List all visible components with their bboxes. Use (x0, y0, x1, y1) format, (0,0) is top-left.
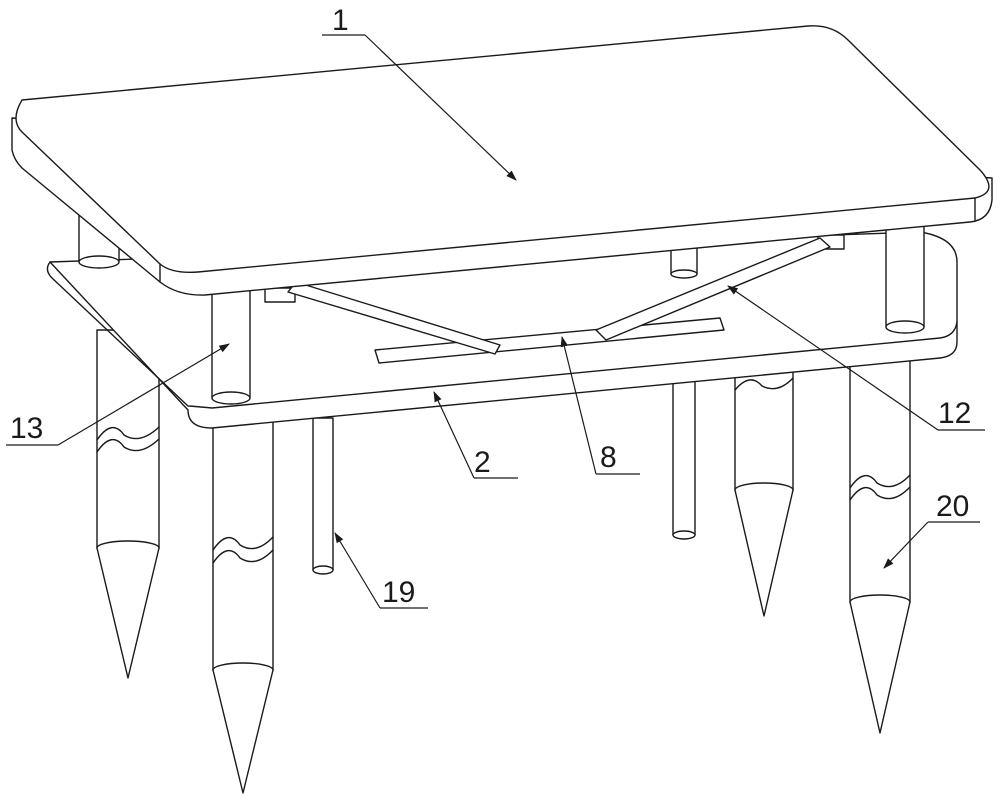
front-posts (211, 211, 925, 405)
brace-12 (595, 237, 831, 341)
label-19: 19 (382, 576, 415, 609)
top-plate (11, 25, 993, 296)
leader-lines (6, 34, 985, 609)
label-1: 1 (332, 4, 349, 37)
label-8: 8 (600, 441, 617, 474)
label-2: 2 (474, 446, 491, 479)
spike-leg-front-right (849, 351, 911, 734)
spike-leg-front-left (212, 419, 274, 794)
post-front-right (885, 211, 925, 328)
spike-legs (96, 329, 911, 794)
scissor-braces (264, 234, 845, 355)
spike-leg-back-left (96, 329, 160, 679)
spike-leg-back-right (734, 371, 794, 617)
label-12: 12 (938, 397, 971, 430)
label-13: 13 (10, 412, 43, 445)
rod-19 (312, 417, 334, 571)
callout-labels: 1 2 8 12 13 19 20 (10, 4, 971, 609)
post-13 (211, 287, 251, 399)
rear-rod-right (672, 379, 696, 536)
label-20: 20 (936, 490, 969, 523)
rear-rods (312, 379, 696, 575)
